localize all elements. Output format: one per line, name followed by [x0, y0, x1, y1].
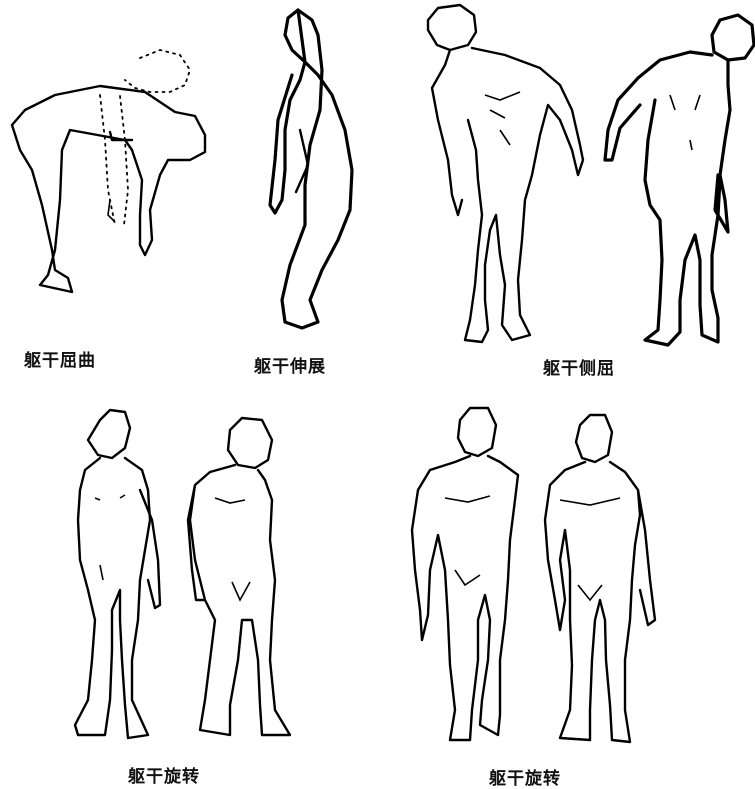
figure-trunk-extension	[270, 10, 352, 328]
caption-trunk-flexion: 躯干屈曲	[24, 346, 96, 371]
figure-rotation-left-b	[188, 418, 290, 735]
caption-trunk-lateral-flexion: 躯干侧屈	[543, 354, 615, 379]
caption-trunk-rotation-right: 躯干旋转	[489, 764, 561, 789]
caption-trunk-rotation-left: 躯干旋转	[128, 762, 200, 787]
caption-trunk-extension: 躯干伸展	[254, 352, 326, 377]
figure-trunk-flexion	[12, 50, 205, 292]
figure-lateral-flexion-male	[428, 5, 583, 342]
figure-lateral-flexion-female	[605, 15, 754, 345]
figure-rotation-left-a	[75, 410, 160, 738]
figure-rotation-right-b	[545, 415, 655, 742]
figure-rotation-right-a	[412, 408, 518, 740]
